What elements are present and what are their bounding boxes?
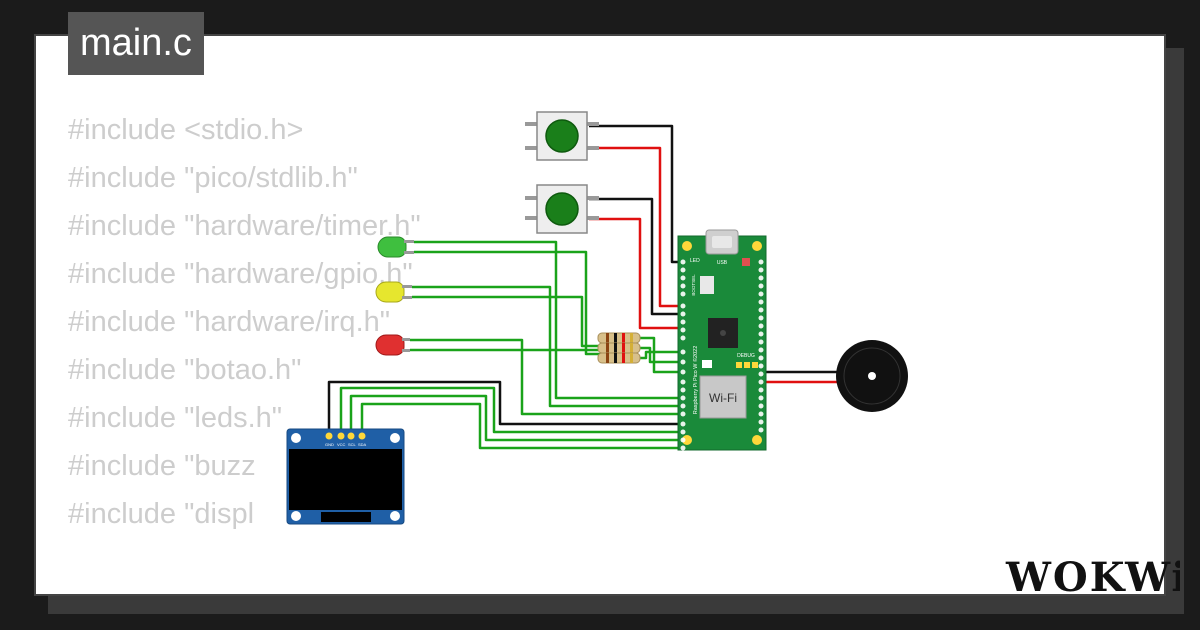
code-preview: #include <stdio.h> #include "pico/stdlib.… [68,106,421,594]
led-green[interactable] [377,236,414,258]
usb-label: USB [717,260,728,266]
wire-black[interactable] [589,197,683,316]
wire-black[interactable] [327,380,683,436]
led-yellow[interactable] [375,281,412,303]
oled-pin-label: SDA [358,442,367,447]
wokwi-logo: WOKWi [1000,551,1187,610]
buzzer[interactable] [836,340,908,412]
board-name: Raspberry Pi Pico W ©2022 [692,346,699,415]
wire-green[interactable] [414,240,683,400]
wire-green[interactable] [339,386,683,436]
wire-green[interactable] [349,394,683,442]
pushbutton[interactable] [525,111,599,161]
wire-green[interactable] [640,336,683,374]
wire-green[interactable] [640,346,683,364]
wire-red[interactable] [589,146,683,308]
oled-pin-label: SCL [348,442,357,447]
pushbutton[interactable] [525,184,599,234]
debug-label: DEBUG [737,353,755,359]
code-line: #include <stdio.h> [68,114,304,146]
code-line: #include "botao.h" [68,354,302,386]
oled-display[interactable]: GND VCC SCL SDA [286,428,405,525]
oled-pin-label: VCC [337,442,346,447]
oled-pin-label: GND [325,442,334,447]
pico-w-board[interactable]: Wi-Fi USB DEBUG LED BOOTSEL Raspberry Pi… [677,229,767,451]
wire-green[interactable] [412,285,683,408]
code-line: #include "pico/stdlib.h" [68,162,358,194]
resistor[interactable] [597,342,641,354]
code-line: #include "buzz [68,450,256,482]
wire-black[interactable] [589,124,683,264]
resistor[interactable] [597,332,641,344]
code-line: #include "hardware/timer.h" [68,210,421,242]
bootsel-label: BOOTSEL [691,274,696,296]
wire-green[interactable] [414,250,600,356]
led-label: LED [690,258,700,264]
resistor[interactable] [597,352,641,364]
file-tab[interactable]: main.c [68,12,204,75]
wire-green[interactable] [410,338,683,416]
code-line: #include "leds.h" [68,402,283,434]
wire-red[interactable] [589,217,683,330]
file-tab-label: main.c [80,22,192,64]
logo-text: WOKWi [1005,554,1180,601]
wire-green[interactable] [412,295,600,348]
code-line: #include "displ [68,498,255,530]
code-line: #include "hardware/irq.h" [68,306,391,338]
wifi-label: Wi-Fi [709,391,737,405]
project-card: #include <stdio.h> #include "pico/stdlib.… [34,34,1166,596]
wire-green[interactable] [360,402,683,450]
wire-green[interactable] [640,350,683,360]
led-red[interactable] [375,334,410,356]
code-line: #include "hardware/gpio.h" [68,258,413,290]
wokwi-logo-mark: WOKWi [1005,554,1187,601]
